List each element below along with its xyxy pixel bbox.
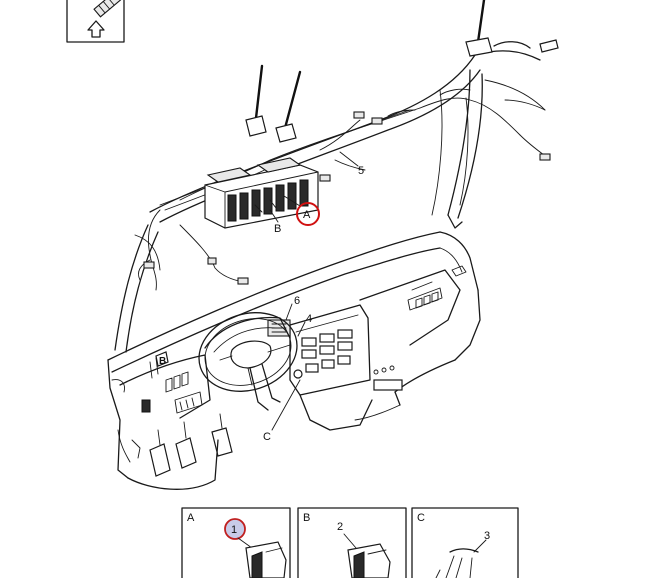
label-c: C	[263, 431, 271, 443]
highlight-circle-a	[296, 202, 320, 226]
label-6: 6	[294, 295, 300, 307]
up-arrow-icon	[87, 20, 105, 38]
marker-circle-1	[224, 518, 246, 540]
detail-b-letter: B	[303, 512, 310, 524]
detail-a-number: 1	[231, 524, 237, 536]
label-5: 5	[358, 165, 364, 177]
roof-wiring-harness	[138, 88, 551, 291]
cab-frame	[114, 0, 559, 353]
detail-b-number: 2	[337, 521, 343, 533]
pedals	[149, 413, 233, 477]
dash-marker-b: B	[159, 356, 166, 367]
orientation-thumbnail	[66, 0, 125, 43]
detail-c-letter: C	[417, 512, 425, 524]
dashboard: B	[107, 231, 481, 490]
vent-grille	[415, 291, 439, 309]
steering-wheel	[198, 312, 298, 392]
label-b: B	[274, 223, 281, 235]
label-4: 4	[306, 313, 312, 325]
detail-panel-b: B 2	[297, 507, 407, 578]
label-a: A	[303, 209, 311, 221]
detail-a-letter: A	[187, 512, 195, 524]
callouts: B A 5 6 4 C	[263, 151, 364, 443]
left-vent	[165, 371, 189, 393]
detail-panel-a: A 1	[181, 507, 291, 578]
central-electrical-unit	[204, 157, 319, 229]
detail-panel-c: C 3	[411, 507, 519, 578]
detail-c-number: 3	[484, 530, 490, 542]
